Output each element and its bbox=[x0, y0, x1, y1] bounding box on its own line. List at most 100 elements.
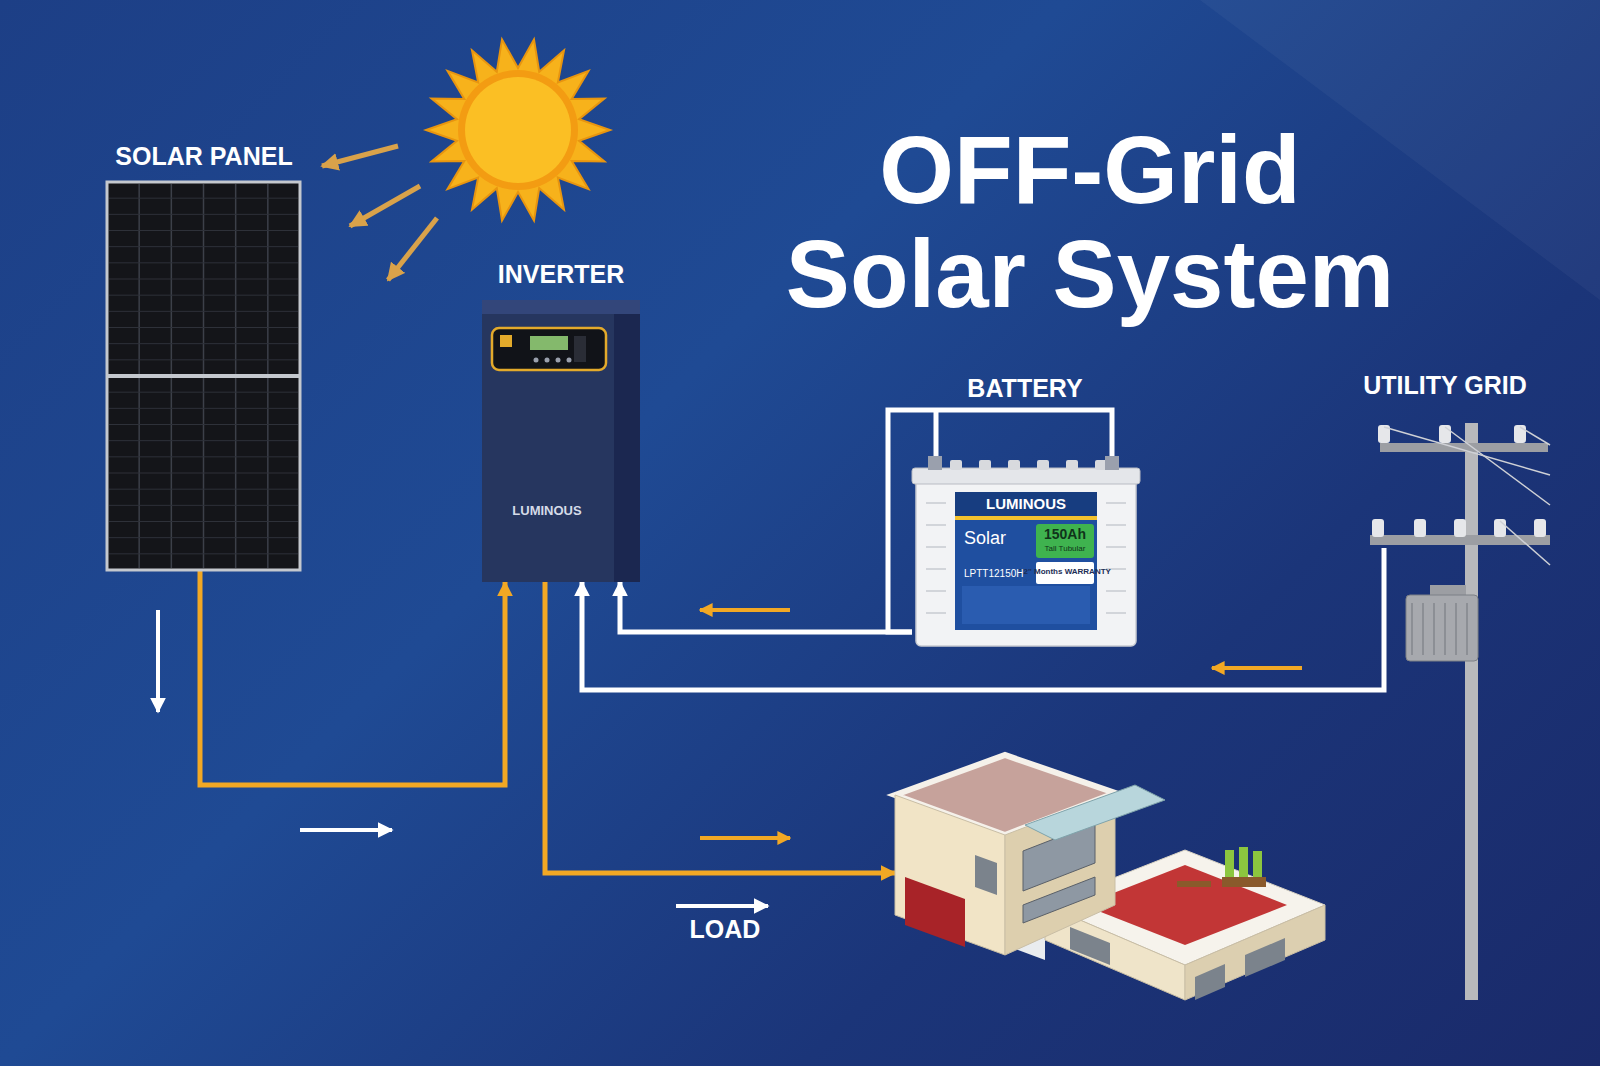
battery-part bbox=[926, 524, 946, 526]
pole-part bbox=[1370, 548, 1384, 690]
battery-wire bbox=[620, 582, 912, 632]
house-part bbox=[1253, 851, 1262, 879]
house-load: LOAD bbox=[895, 755, 1330, 1005]
brand-logo: LUMINOUS bbox=[986, 495, 1066, 512]
capacity-rating: 150Ah bbox=[1044, 526, 1086, 542]
battery-part bbox=[1037, 460, 1049, 470]
panel-cell-grid bbox=[109, 214, 298, 215]
panel-cell-grid bbox=[109, 279, 298, 280]
inverter-part bbox=[545, 358, 550, 363]
product-name: Solar bbox=[964, 528, 1006, 549]
pole-part bbox=[1414, 519, 1426, 537]
house-part bbox=[1025, 785, 1165, 840]
battery-part bbox=[928, 456, 942, 470]
panel-cell-grid bbox=[109, 553, 298, 554]
panel-cell-grid bbox=[109, 198, 298, 199]
inverter-part bbox=[530, 336, 568, 350]
sun-rays bbox=[426, 39, 610, 220]
brand-logo: LUMINOUS bbox=[512, 504, 581, 519]
pole-part bbox=[1445, 427, 1550, 505]
inverter-part bbox=[482, 300, 640, 314]
battery-part bbox=[955, 492, 1097, 630]
battery-part bbox=[1106, 524, 1126, 526]
sun bbox=[426, 39, 610, 220]
utility-pole-body bbox=[1370, 423, 1550, 1000]
panel-cell-grid bbox=[109, 262, 298, 263]
pole-part bbox=[1454, 519, 1466, 537]
inverter-part bbox=[574, 336, 586, 362]
battery-part bbox=[1036, 524, 1094, 558]
battery-part bbox=[1106, 590, 1126, 592]
panel-cell-grid bbox=[109, 505, 298, 506]
battery-part bbox=[916, 478, 1136, 646]
flow-arrows bbox=[158, 610, 1302, 906]
diagram-title: OFF-Grid Solar System bbox=[770, 118, 1410, 326]
battery-part bbox=[962, 586, 1090, 624]
house-part bbox=[1245, 938, 1285, 977]
inverter-part bbox=[500, 335, 512, 347]
flow-arrow bbox=[676, 904, 768, 908]
sun-ray-arrow bbox=[388, 218, 437, 280]
pole-part bbox=[1370, 548, 1384, 690]
house-part bbox=[1185, 905, 1325, 1000]
panel-cell-grid bbox=[107, 374, 300, 378]
panel-cell-grid bbox=[109, 359, 298, 360]
pole-part bbox=[1384, 427, 1550, 475]
house-part bbox=[1222, 877, 1266, 887]
panel-cell-grid bbox=[109, 424, 298, 425]
warranty-note: 72" Months WARRANTY bbox=[1019, 567, 1111, 576]
panel-cell-grid bbox=[109, 440, 298, 441]
inverter-part bbox=[556, 358, 561, 363]
sun-ring bbox=[458, 70, 578, 190]
utility-pole: UTILITY GRID bbox=[1370, 415, 1550, 1000]
dc-power-wire bbox=[200, 570, 505, 785]
pole-part bbox=[1422, 603, 1424, 655]
solar-panel: SOLAR PANEL bbox=[107, 182, 300, 570]
component-label: INVERTER bbox=[498, 260, 624, 289]
battery-part bbox=[1105, 456, 1119, 470]
component-label: LOAD bbox=[690, 915, 761, 944]
panel-cell-grid bbox=[109, 246, 298, 247]
panel-cell-grid bbox=[109, 408, 298, 409]
house-part bbox=[1239, 847, 1248, 877]
solar-panel-art bbox=[107, 182, 300, 570]
panel-cell-grid bbox=[107, 182, 300, 570]
panel-cell-grid bbox=[109, 489, 298, 490]
battery-part bbox=[1106, 546, 1126, 548]
battery: BATTERYLUMINOUSSolar150AhTall Tubular72"… bbox=[912, 468, 1140, 646]
battery-part bbox=[1106, 612, 1126, 614]
battery-type: Tall Tubular bbox=[1045, 544, 1086, 553]
battery-art bbox=[912, 468, 1140, 646]
inverter-part bbox=[482, 300, 614, 582]
battery-part bbox=[1106, 502, 1126, 504]
panel-cell-grid bbox=[109, 537, 298, 538]
battery-part bbox=[1008, 460, 1020, 470]
inverter-part bbox=[567, 358, 572, 363]
panel-cell-grid bbox=[109, 311, 298, 312]
battery-part bbox=[926, 590, 946, 592]
panel-cell-grid bbox=[109, 392, 298, 393]
pole-part bbox=[1444, 603, 1446, 655]
flow-arrow bbox=[700, 836, 790, 840]
battery-part bbox=[1066, 460, 1078, 470]
flow-arrow bbox=[1212, 666, 1302, 670]
panel-cell-grid bbox=[109, 473, 298, 474]
pole-part bbox=[1465, 423, 1478, 1000]
house-part bbox=[1023, 877, 1095, 923]
house-part bbox=[905, 877, 965, 947]
inverter-part bbox=[482, 300, 640, 582]
component-label: BATTERY bbox=[967, 374, 1082, 403]
battery-part bbox=[955, 492, 1097, 516]
battery-part bbox=[926, 568, 946, 570]
battery-part bbox=[926, 502, 946, 504]
pole-part bbox=[1406, 595, 1478, 661]
pole-part bbox=[1372, 519, 1384, 537]
component-label: UTILITY GRID bbox=[1363, 371, 1526, 400]
battery-case bbox=[912, 456, 1140, 646]
component-label: SOLAR PANEL bbox=[115, 142, 292, 171]
panel-cell-grid bbox=[109, 343, 298, 344]
battery-part bbox=[979, 460, 991, 470]
sun-ray-arrow bbox=[350, 186, 420, 226]
sun-ray-arrows bbox=[322, 146, 437, 280]
